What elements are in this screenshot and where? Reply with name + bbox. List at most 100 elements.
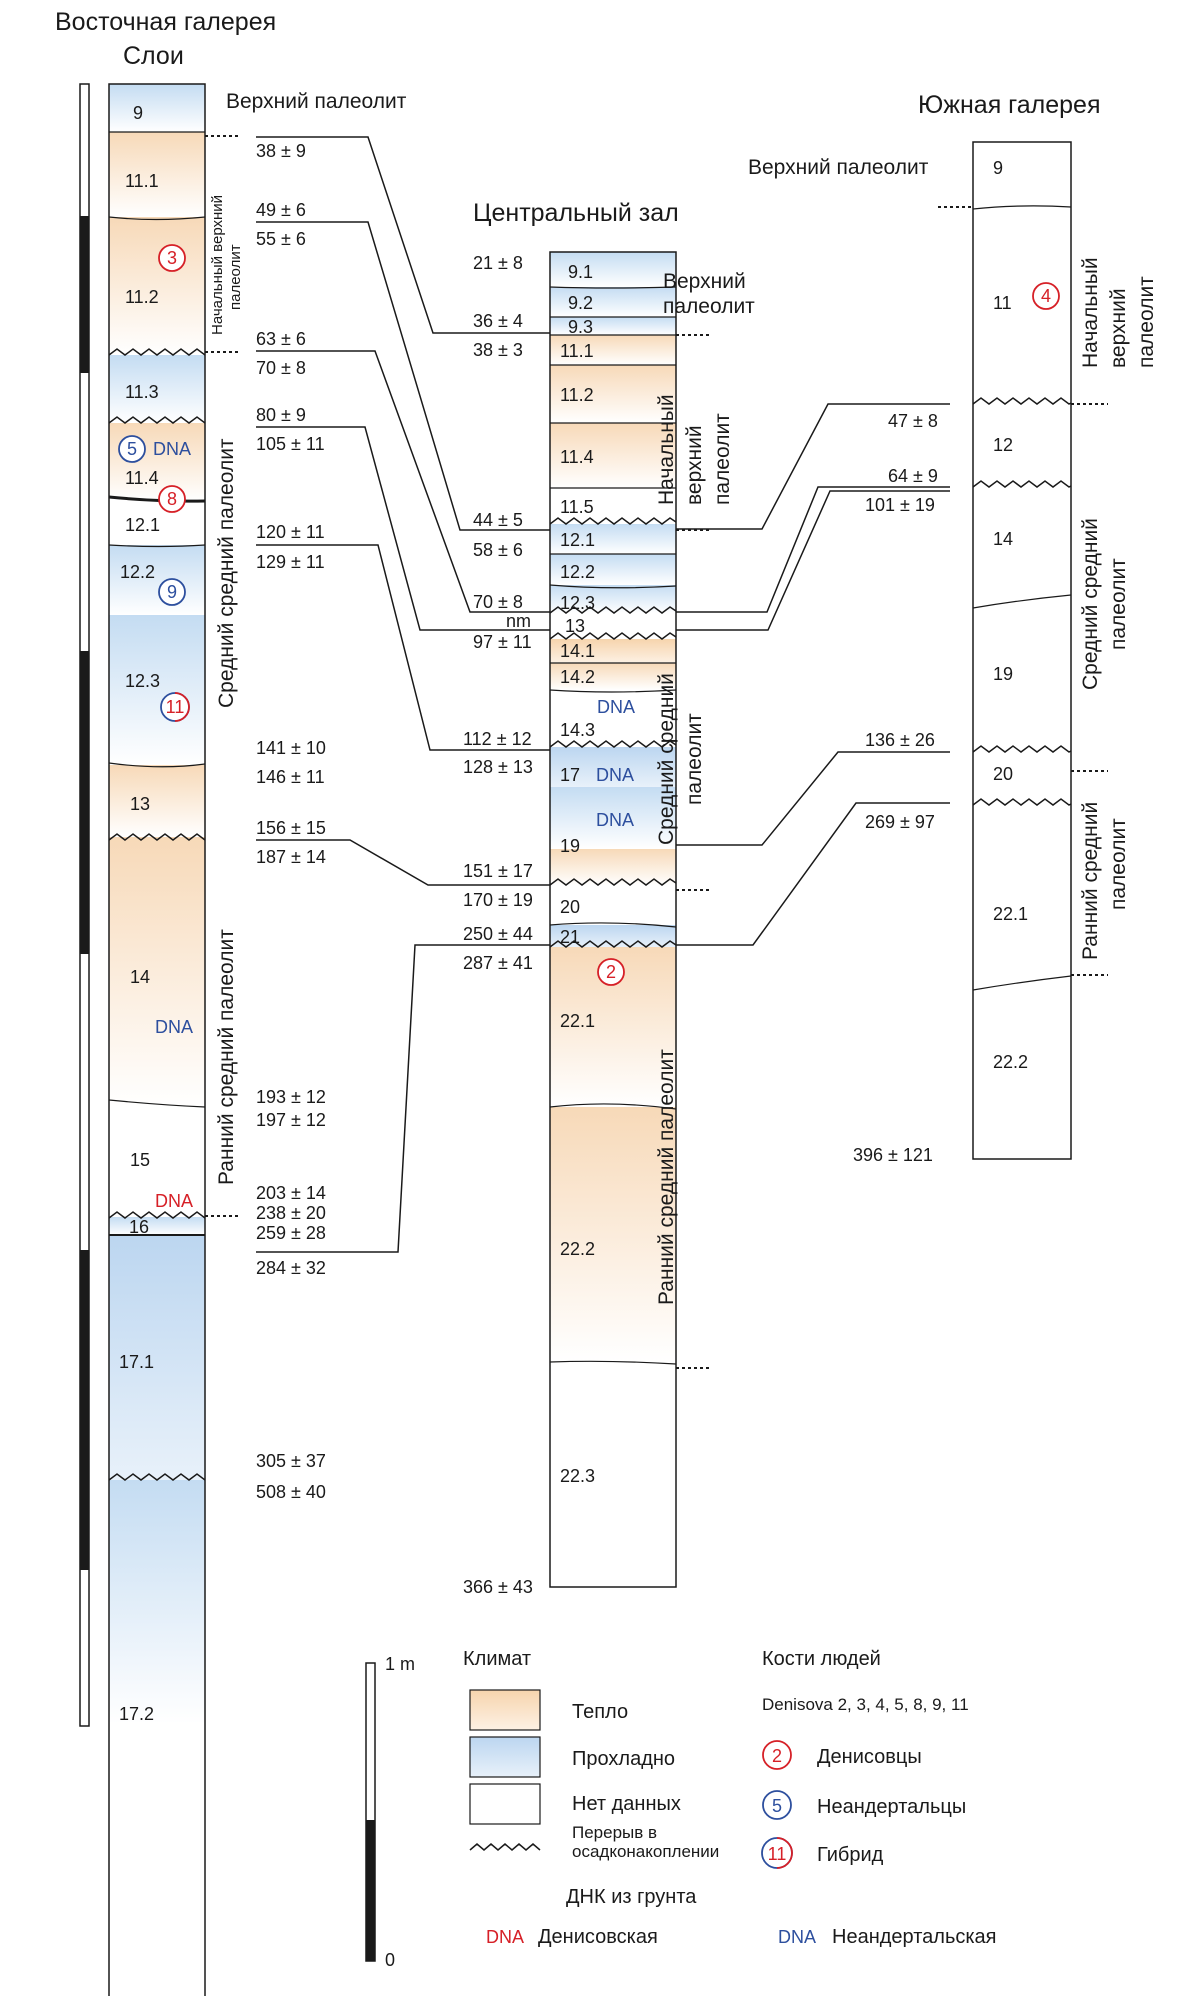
central-layer-label: 22.2 [560,1239,595,1259]
central-column [549,251,712,1588]
south-layer-label: 14 [993,529,1013,549]
east-layer-label: 11.4 [125,468,159,488]
central-layer-label: 11.2 [560,385,594,405]
east-layer-label: 11.3 [125,382,159,402]
date-label: 47 ± 8 [888,411,938,431]
legend-cool-swatch [469,1736,541,1778]
central-period-initial-upper: Начальный верхний палеолит [655,394,734,505]
date-label: 105 ± 11 [256,434,325,454]
date-label: 38 ± 9 [256,141,306,161]
central-layer-label: 11.5 [560,497,594,517]
specimen-neanderthal-marker: 9 [158,578,186,606]
svg-text:11: 11 [166,697,185,717]
dna-neanderthal-tag: DNA [596,765,634,785]
date-label: 21 ± 8 [473,253,523,273]
date-label: 64 ± 9 [888,466,938,486]
east-column [108,83,240,1996]
east-layer-label: 12.3 [125,671,160,691]
central-layer-label: 9.3 [568,317,593,337]
legend-hiatus-label: осадконакоплении [572,1842,719,1861]
legend-climate: Климат Тепло Прохладно Нет данных Переры… [463,1648,997,1948]
central-period-upper: Верхний палеолит [663,270,755,318]
svg-text:палеолит: палеолит [227,244,244,310]
svg-text:верхний: верхний [683,425,706,505]
date-label: 136 ± 26 [865,730,935,750]
south-layer-label: 12 [993,435,1013,455]
date-label: 55 ± 6 [256,229,306,249]
svg-text:Верхний: Верхний [663,270,746,293]
svg-text:Средний средний: Средний средний [655,673,678,845]
specimen-denisovan-marker: 3 [158,244,186,272]
date-label: 287 ± 41 [463,953,533,973]
svg-text:палеолит: палеолит [663,295,755,318]
central-layer-label: 9.1 [568,262,593,282]
date-label: 250 ± 44 [463,924,533,944]
south-layer-labels: 9 11 12 14 19 20 22.1 22.2 [993,158,1028,1072]
specimen-denisovan-marker: 8 [158,485,186,513]
legend-hybrid-label: Гибрид [817,1844,884,1866]
east-period-early-middle: Ранний средний палеолит [215,929,238,1185]
date-label: 396 ± 121 [853,1145,933,1165]
svg-text:Начальный: Начальный [655,394,678,505]
legend-dna-denisovan-tag: DNA [486,1927,524,1947]
date-label: nm [506,611,531,631]
dna-neanderthal-tag: DNA [155,1017,193,1037]
date-label: 146 ± 11 [256,767,325,787]
date-label: 44 ± 5 [473,510,523,530]
svg-text:5: 5 [127,439,137,459]
date-label: 269 ± 97 [865,812,935,832]
south-layer-label: 11 [993,293,1012,313]
scale-bar-1m: 1 m 0 [365,1654,415,1970]
central-layer-labels: 9.1 9.2 9.3 11.1 11.2 11.4 11.5 12.1 12.… [560,262,595,1486]
svg-text:палеолит: палеолит [711,413,734,505]
date-label: 170 ± 19 [463,890,533,910]
date-label: 97 ± 11 [473,632,532,652]
date-label: 197 ± 12 [256,1110,326,1130]
date-label: 128 ± 13 [463,757,533,777]
date-label: 508 ± 40 [256,1482,326,1502]
south-layer-label: 19 [993,664,1013,684]
date-label: 238 ± 20 [256,1203,326,1223]
east-layer-label: 17.2 [119,1704,154,1724]
dna-neanderthal-tag: DNA [597,697,635,717]
central-layer-label: 22.3 [560,1466,595,1486]
date-label: 187 ± 14 [256,847,326,867]
central-layer-label: 9.2 [568,293,593,313]
central-layer-label: 14.3 [560,720,595,740]
legend-neanderthal-label: Неандертальцы [817,1796,966,1818]
east-layer-label: 11.1 [125,171,159,191]
central-layer-label: 11.1 [560,341,594,361]
east-gallery-subtitle: Слои [123,42,184,70]
central-layer-label: 12.1 [560,530,595,550]
east-layer-label: 13 [130,794,150,814]
legend-bones-list: Denisova 2, 3, 4, 5, 8, 9, 11 [762,1695,969,1714]
date-label: 129 ± 11 [256,552,325,572]
date-label: 259 ± 28 [256,1223,326,1243]
east-specimens: 3 5 8 9 11 DNA DNA DNA [118,244,193,1211]
central-layer-label: 21 [560,927,580,947]
date-label: 38 ± 3 [473,340,523,360]
legend-dna-title: ДНК из грунта [566,1886,697,1908]
central-layer-label: 17 [560,765,580,785]
legend-denisovan-marker: 2 [762,1740,792,1770]
east-layer-label: 12.2 [120,562,155,582]
south-layer-label: 22.1 [993,904,1028,924]
dna-denisovan-tag: DNA [155,1191,193,1211]
specimen-hybrid-marker: 11 [160,692,190,722]
svg-text:2: 2 [772,1746,782,1766]
central-layer-label: 13 [565,616,585,636]
date-label: 151 ± 17 [463,861,533,881]
svg-text:палеолит: палеолит [1107,558,1130,650]
east-gallery-title: Восточная галерея [55,8,276,36]
svg-text:4: 4 [1041,286,1051,306]
date-label: 203 ± 14 [256,1183,326,1203]
central-period-middle-middle: Средний средний палеолит [655,673,706,845]
south-period-upper: Верхний палеолит [748,156,929,179]
date-label: 70 ± 8 [473,592,523,612]
date-label: 366 ± 43 [463,1577,533,1597]
scale-bottom-label: 0 [385,1950,395,1970]
svg-text:Ранний средний: Ранний средний [1079,802,1102,960]
central-hall-title: Центральный зал [473,199,679,227]
east-layer-label: 17.1 [119,1352,154,1372]
